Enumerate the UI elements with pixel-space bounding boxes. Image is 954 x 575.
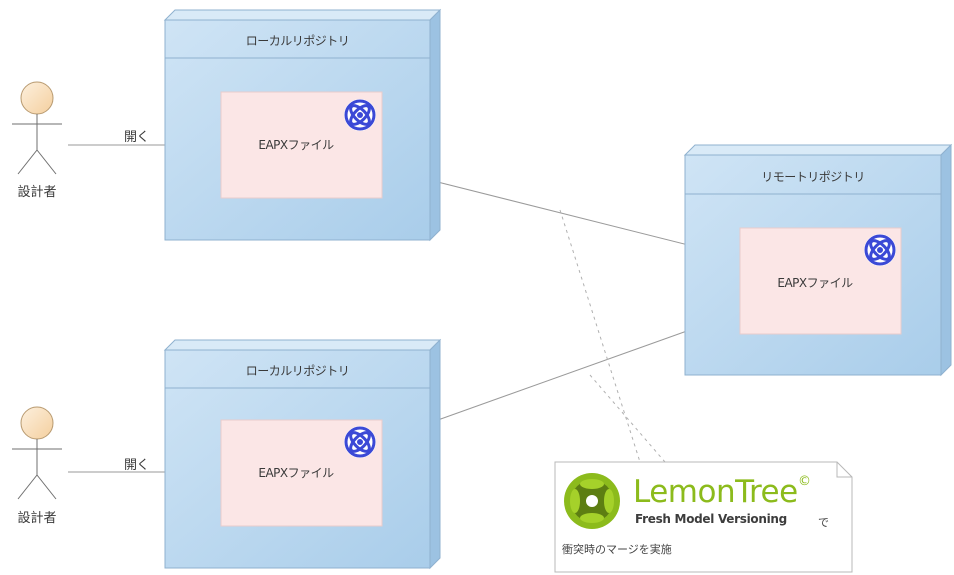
lemontree-tagline: Fresh Model Versioning <box>635 512 787 526</box>
ea-file-icon <box>342 97 378 133</box>
lemontree-logo-text: LemonTree <box>633 474 798 510</box>
lemontree-logo-icon <box>564 473 620 529</box>
actor-figure-2[interactable] <box>12 406 62 500</box>
local-repository-node-2[interactable] <box>163 338 442 570</box>
local-repository-node-1[interactable] <box>163 8 442 242</box>
note-anchor-line-2 <box>589 374 666 463</box>
ea-file-icon <box>862 232 898 268</box>
note-suffix-text: で <box>818 516 829 529</box>
remote-repo-title: リモートリポジトリ <box>761 170 865 184</box>
note-box[interactable] <box>554 461 853 573</box>
actor-label-1: 設計者 <box>17 185 57 200</box>
note-body-text: 衝突時のマージを実施 <box>562 543 672 556</box>
ea-file-icon <box>342 424 378 460</box>
actor-figure-1[interactable] <box>12 81 62 175</box>
artifact-label-2: EAPXファイル <box>258 466 334 480</box>
local-repo-title-1: ローカルリポジトリ <box>245 34 350 48</box>
open-edge-label-2: 開く <box>124 458 150 473</box>
lemontree-copyright-mark: © <box>798 474 811 489</box>
note-anchor-line-1 <box>559 209 641 463</box>
artifact-label-1: EAPXファイル <box>258 138 334 152</box>
remote-repository-node[interactable] <box>683 143 953 377</box>
sync-line-2 <box>381 311 741 441</box>
local-repo-title-2: ローカルリポジトリ <box>245 364 350 378</box>
open-edge-label-1: 開く <box>124 130 150 145</box>
artifact-label-remote: EAPXファイル <box>777 276 853 290</box>
actor-label-2: 設計者 <box>17 511 57 526</box>
sync-line-1 <box>381 167 741 259</box>
